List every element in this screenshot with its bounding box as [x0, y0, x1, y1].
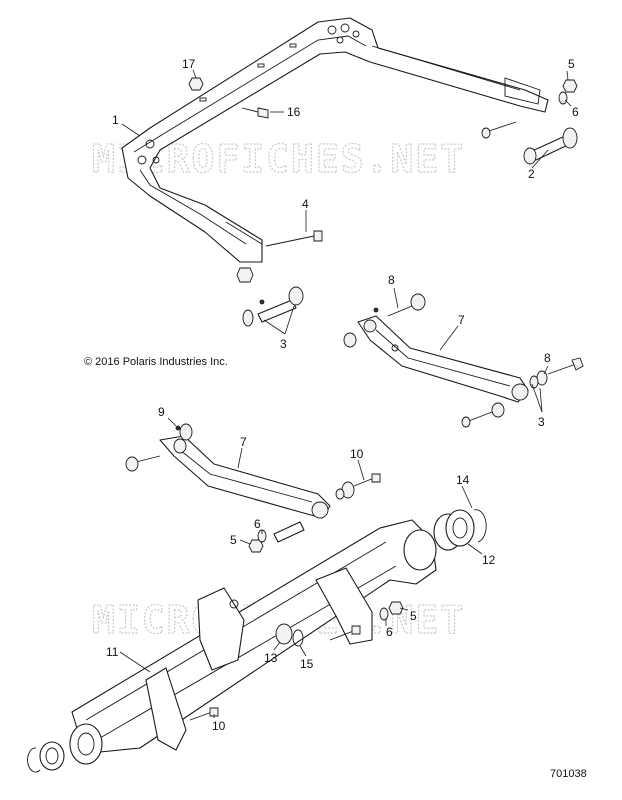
callout-3-left: 3: [280, 337, 287, 351]
bolt-part-2[interactable]: [481, 121, 578, 165]
callout-4: 4: [302, 197, 309, 211]
trailing-arm-part-7-lower[interactable]: [159, 435, 331, 519]
copyright-notice: © 2016 Polaris Industries Inc.: [84, 356, 228, 368]
callout-14: 14: [456, 473, 470, 487]
callout-10-upper: 10: [350, 447, 364, 461]
bearing-lower-left[interactable]: [27, 741, 65, 773]
callout-1: 1: [112, 113, 119, 127]
bolt-part-10-upper[interactable]: [335, 473, 381, 500]
callout-5-top: 5: [568, 57, 575, 71]
callout-6-lower: 6: [386, 625, 393, 639]
callout-11: 11: [106, 645, 119, 659]
callout-8-upper: 8: [388, 273, 395, 287]
bolt-part-16[interactable]: [241, 107, 269, 119]
callout-17: 17: [182, 57, 196, 71]
bushing-part-13[interactable]: [275, 623, 293, 645]
callout-13: 13: [264, 651, 278, 665]
snap-ring-part-14[interactable]: [473, 509, 487, 543]
callout-7-upper: 7: [458, 313, 465, 327]
washer-part-6-middle[interactable]: [257, 521, 305, 543]
callout-8-right: 8: [544, 351, 551, 365]
washer-part-6-top[interactable]: [558, 91, 568, 105]
callout-16: 16: [287, 105, 301, 119]
bolt-part-8-upper[interactable]: [373, 293, 426, 317]
upper-frame-part-1[interactable]: [121, 17, 549, 263]
bushing-set-part-3-left[interactable]: [242, 286, 304, 327]
document-number: 701038: [550, 768, 587, 780]
callout-labels: 1 17 16 5 6 2 4 3 8 7 8 3 9 7 10 14 6 5 …: [106, 57, 579, 733]
bolt-part-8-right[interactable]: [529, 357, 584, 389]
callout-6-top: 6: [572, 105, 579, 119]
callout-15: 15: [300, 657, 314, 671]
bushing-set-part-3-right[interactable]: [461, 402, 505, 428]
callout-2: 2: [528, 167, 535, 181]
axle-housing-part-11[interactable]: [69, 519, 437, 765]
trailing-arm-part-7-upper[interactable]: [343, 315, 529, 403]
o-ring-part-15[interactable]: [292, 629, 304, 647]
callout-6-middle: 6: [254, 517, 261, 531]
nut-part-5-top[interactable]: [562, 79, 578, 93]
nut-part-5-lower[interactable]: [388, 601, 404, 615]
nut-part-17[interactable]: [188, 77, 204, 91]
callout-3-right: 3: [538, 415, 545, 429]
leader-lines: [119, 69, 572, 718]
callout-5-middle: 5: [230, 533, 237, 547]
bolt-part-axle-mount[interactable]: [329, 625, 361, 641]
callout-7-lower: 7: [240, 435, 247, 449]
callout-9: 9: [158, 405, 165, 419]
bolt-part-9[interactable]: [125, 423, 193, 472]
callout-12: 12: [482, 553, 496, 567]
bolt-part-4[interactable]: [236, 230, 323, 283]
bearing-part-12[interactable]: [433, 509, 475, 551]
callout-10-lower: 10: [212, 719, 226, 733]
bolt-part-10-lower[interactable]: [189, 707, 219, 721]
washer-part-6-lower[interactable]: [379, 607, 389, 621]
callout-5-lower: 5: [410, 609, 417, 623]
